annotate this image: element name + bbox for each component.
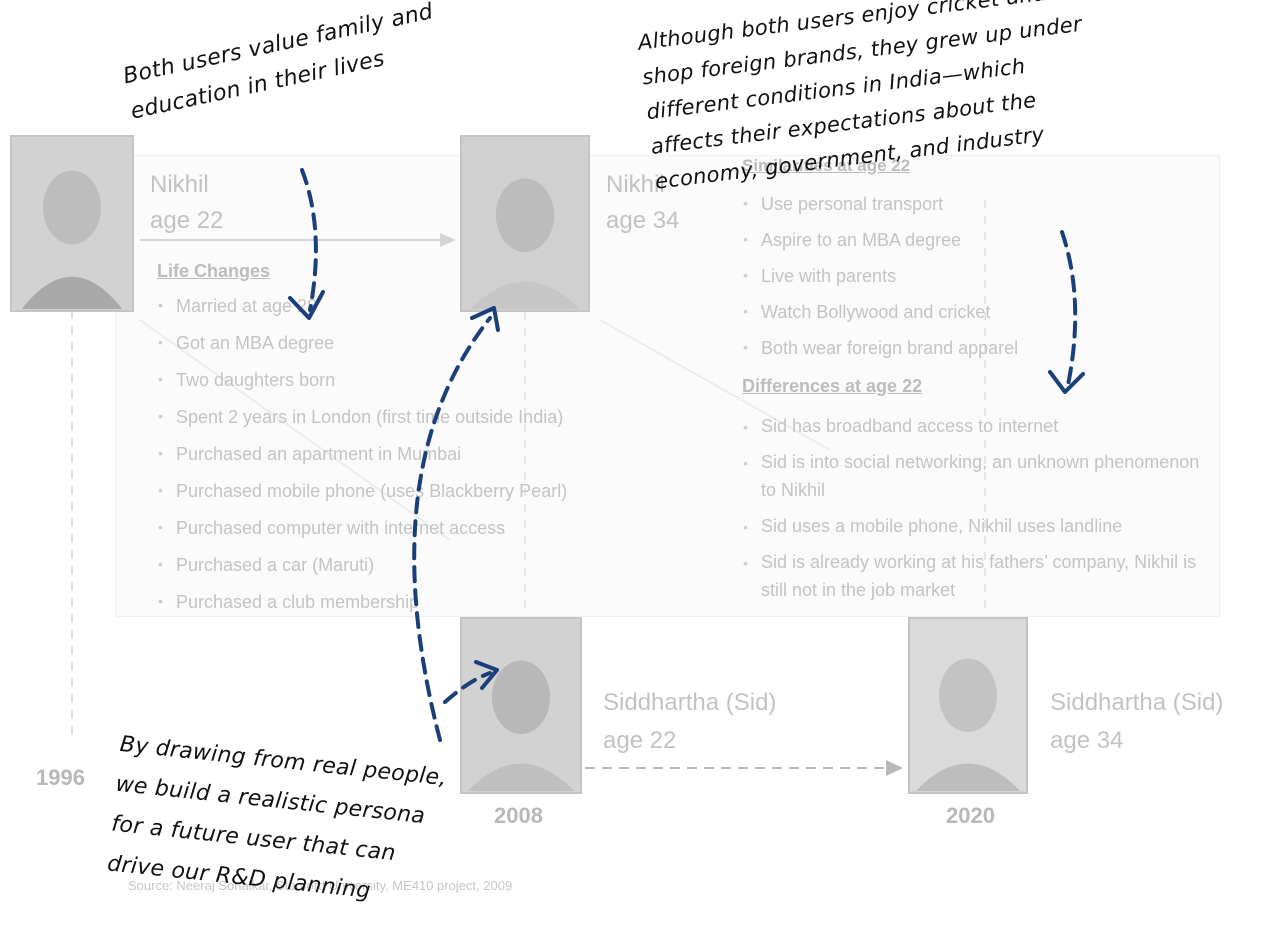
list-item: Purchased mobile phone (uses Blackberry … xyxy=(156,481,676,518)
sid-age34: age 34 xyxy=(1050,727,1124,754)
nikhil-age34-photo xyxy=(460,135,590,312)
list-item: Two daughters born xyxy=(156,370,676,407)
list-item: Watch Bollywood and cricket xyxy=(741,302,1201,338)
sid-age22: age 22 xyxy=(603,727,677,754)
sid-age22-name: Siddhartha (Sid) xyxy=(603,689,777,716)
nikhil-age22-photo xyxy=(10,135,134,312)
source-citation: Source: Neeraj Sonalkar, Stanford Univer… xyxy=(128,878,513,893)
list-item: Spent 2 years in London (first time outs… xyxy=(156,407,676,444)
list-item: Live with parents xyxy=(741,266,1201,302)
list-item: Purchased an apartment in Mumbai xyxy=(156,444,676,481)
list-item: Sid uses a mobile phone, Nikhil uses lan… xyxy=(741,512,1211,541)
nikhil-age22: age 22 xyxy=(150,207,224,234)
similarities-list: Use personal transport Aspire to an MBA … xyxy=(741,194,1201,374)
sid-age34-photo xyxy=(908,617,1028,794)
list-item: Sid is into social networking, an unknow… xyxy=(741,448,1211,504)
life-changes-list: Married at age 28 Got an MBA degree Two … xyxy=(156,296,676,629)
list-item: Married at age 28 xyxy=(156,296,676,333)
list-item: Both wear foreign brand apparel xyxy=(741,338,1201,374)
list-item: Purchased a car (Maruti) xyxy=(156,555,676,592)
list-item: Purchased a club membership xyxy=(156,592,676,629)
nikhil-age34-name: Nikhil xyxy=(606,171,665,198)
differences-list: Sid has broadband access to internet Sid… xyxy=(741,412,1211,604)
nikhil-age34: age 34 xyxy=(606,207,680,234)
nikhil-name: Nikhil xyxy=(150,171,209,198)
list-item: Got an MBA degree xyxy=(156,333,676,370)
list-item: Use personal transport xyxy=(741,194,1201,230)
year-1996: 1996 xyxy=(36,765,85,790)
list-item: Purchased computer with internet access xyxy=(156,518,676,555)
sid-age34-name: Siddhartha (Sid) xyxy=(1050,689,1224,716)
annotation-family-education: Both users value family and education in… xyxy=(121,0,436,125)
year-2008: 2008 xyxy=(494,803,543,828)
list-item: Aspire to an MBA degree xyxy=(741,230,1201,266)
list-item: Sid is already working at his fathers’ c… xyxy=(741,548,1211,604)
life-changes-heading: Life Changes xyxy=(157,261,271,281)
list-item: Sid has broadband access to internet xyxy=(741,412,1211,441)
differences-heading: Differences at age 22 xyxy=(742,376,923,396)
similarities-heading: Similarities at age 22 xyxy=(742,156,911,175)
year-2020: 2020 xyxy=(946,803,995,828)
